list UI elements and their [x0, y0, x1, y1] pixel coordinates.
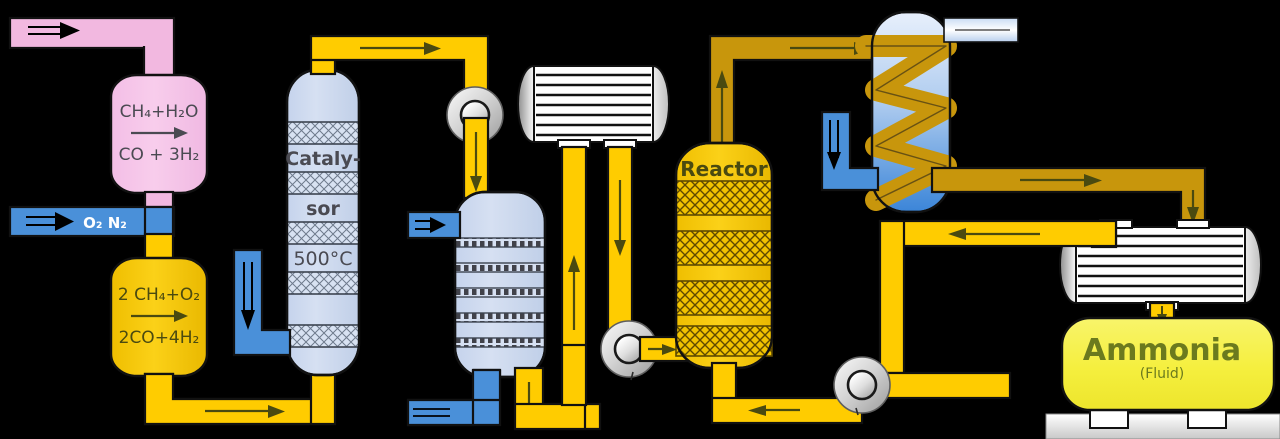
- ammonia-tank-sublabel: (Fluid): [1140, 366, 1185, 382]
- air-inlet-arrow: [26, 212, 74, 231]
- unit-ammonia-tank[interactable]: [1060, 316, 1276, 429]
- absorber-tray: [454, 287, 546, 298]
- feed-mixer-junction: [143, 205, 175, 238]
- unit-heat-exchanger-top[interactable]: [517, 65, 670, 149]
- catalyst-label-line-3: 500°C: [293, 248, 352, 270]
- reactor-label: Reactor: [680, 157, 768, 181]
- syngas-bottom-arrow: [205, 405, 285, 418]
- steam-inlet-arrow: [28, 22, 80, 39]
- exchanger-left-leg-foot: [560, 343, 588, 407]
- exchanger-down-arrow: [614, 180, 626, 256]
- ground-strip: [1045, 413, 1280, 439]
- syngas-bottom-pipe-shape: [143, 372, 337, 426]
- recycle-arrow-upper: [948, 228, 1040, 240]
- catalyst-label-line-2: sor: [306, 198, 340, 220]
- absorber-blue-outlet-lines: [413, 408, 450, 417]
- absorber-blue-outlet-shape: [406, 368, 502, 427]
- pump-3[interactable]: [833, 356, 891, 416]
- exchanger-up-arrow: [568, 255, 580, 330]
- reactor-bed: [675, 180, 773, 216]
- pump1-down-arrow: [470, 132, 482, 192]
- recycle-lower-pipe: [878, 371, 1012, 400]
- exchanger-right-tubes: [1078, 234, 1243, 298]
- pump2-discharge-arrow: [648, 344, 677, 355]
- condenser-coil: [855, 35, 957, 211]
- catalyst-band: [286, 324, 360, 348]
- absorber-tray: [454, 237, 546, 248]
- coolant-down-arrow-left: [241, 262, 255, 330]
- steam-reformer-reaction-top: CH₄+H₂O: [120, 102, 199, 122]
- unit-reactor[interactable]: [674, 141, 774, 370]
- condenser-top-outlet-pipe: [943, 17, 1019, 43]
- reactor-bed: [675, 230, 773, 266]
- exchanger-right-down-arrow: [1187, 190, 1199, 224]
- absorber-inlet-arrow: [415, 217, 446, 233]
- catalyst-outlet-arrow: [360, 42, 441, 55]
- exchanger-tubes: [536, 73, 651, 137]
- catalyst-band: [286, 221, 360, 245]
- catalyst-band: [286, 271, 360, 295]
- absorber-tray: [454, 337, 546, 348]
- air-feed-label: O₂ N₂: [83, 214, 127, 232]
- steam-reformer-reaction-arrow-icon: [131, 127, 188, 139]
- absorber-to-exchanger-pipe: [513, 402, 587, 431]
- absorber-tray: [454, 262, 546, 273]
- partial-oxidation-reaction-bottom: 2CO+4H₂: [119, 328, 200, 348]
- catalyst-inlet-riser: [309, 370, 337, 426]
- coolant-pipe-right: [820, 110, 880, 192]
- coolant-down-arrow-right: [827, 120, 841, 170]
- catalyst-band: [286, 171, 360, 195]
- partial-oxidation-reaction-top: 2 CH₄+O₂: [118, 285, 200, 305]
- steam-reformer-reaction-bottom: CO + 3H₂: [119, 145, 200, 165]
- unit-catalyst-column[interactable]: [285, 68, 361, 377]
- catalyst-band: [286, 121, 360, 145]
- catalyst-label-line-1: Cataly-: [285, 148, 360, 170]
- exchanger-right-nozzle: [1176, 219, 1210, 229]
- recycle-arrow-lower: [748, 405, 800, 416]
- unit-absorber-column[interactable]: [453, 190, 547, 379]
- absorber-tray: [454, 312, 546, 323]
- reactor-bed: [675, 325, 773, 357]
- reactor-bed: [675, 280, 773, 316]
- partial-oxidation-reaction-arrow-icon: [131, 310, 188, 322]
- condenser-outline: [870, 10, 952, 214]
- condenser-outlet-arrow: [1020, 174, 1102, 187]
- ammonia-tank-label: Ammonia: [1083, 333, 1241, 368]
- mixer-to-oxidizer-stub: [143, 232, 175, 262]
